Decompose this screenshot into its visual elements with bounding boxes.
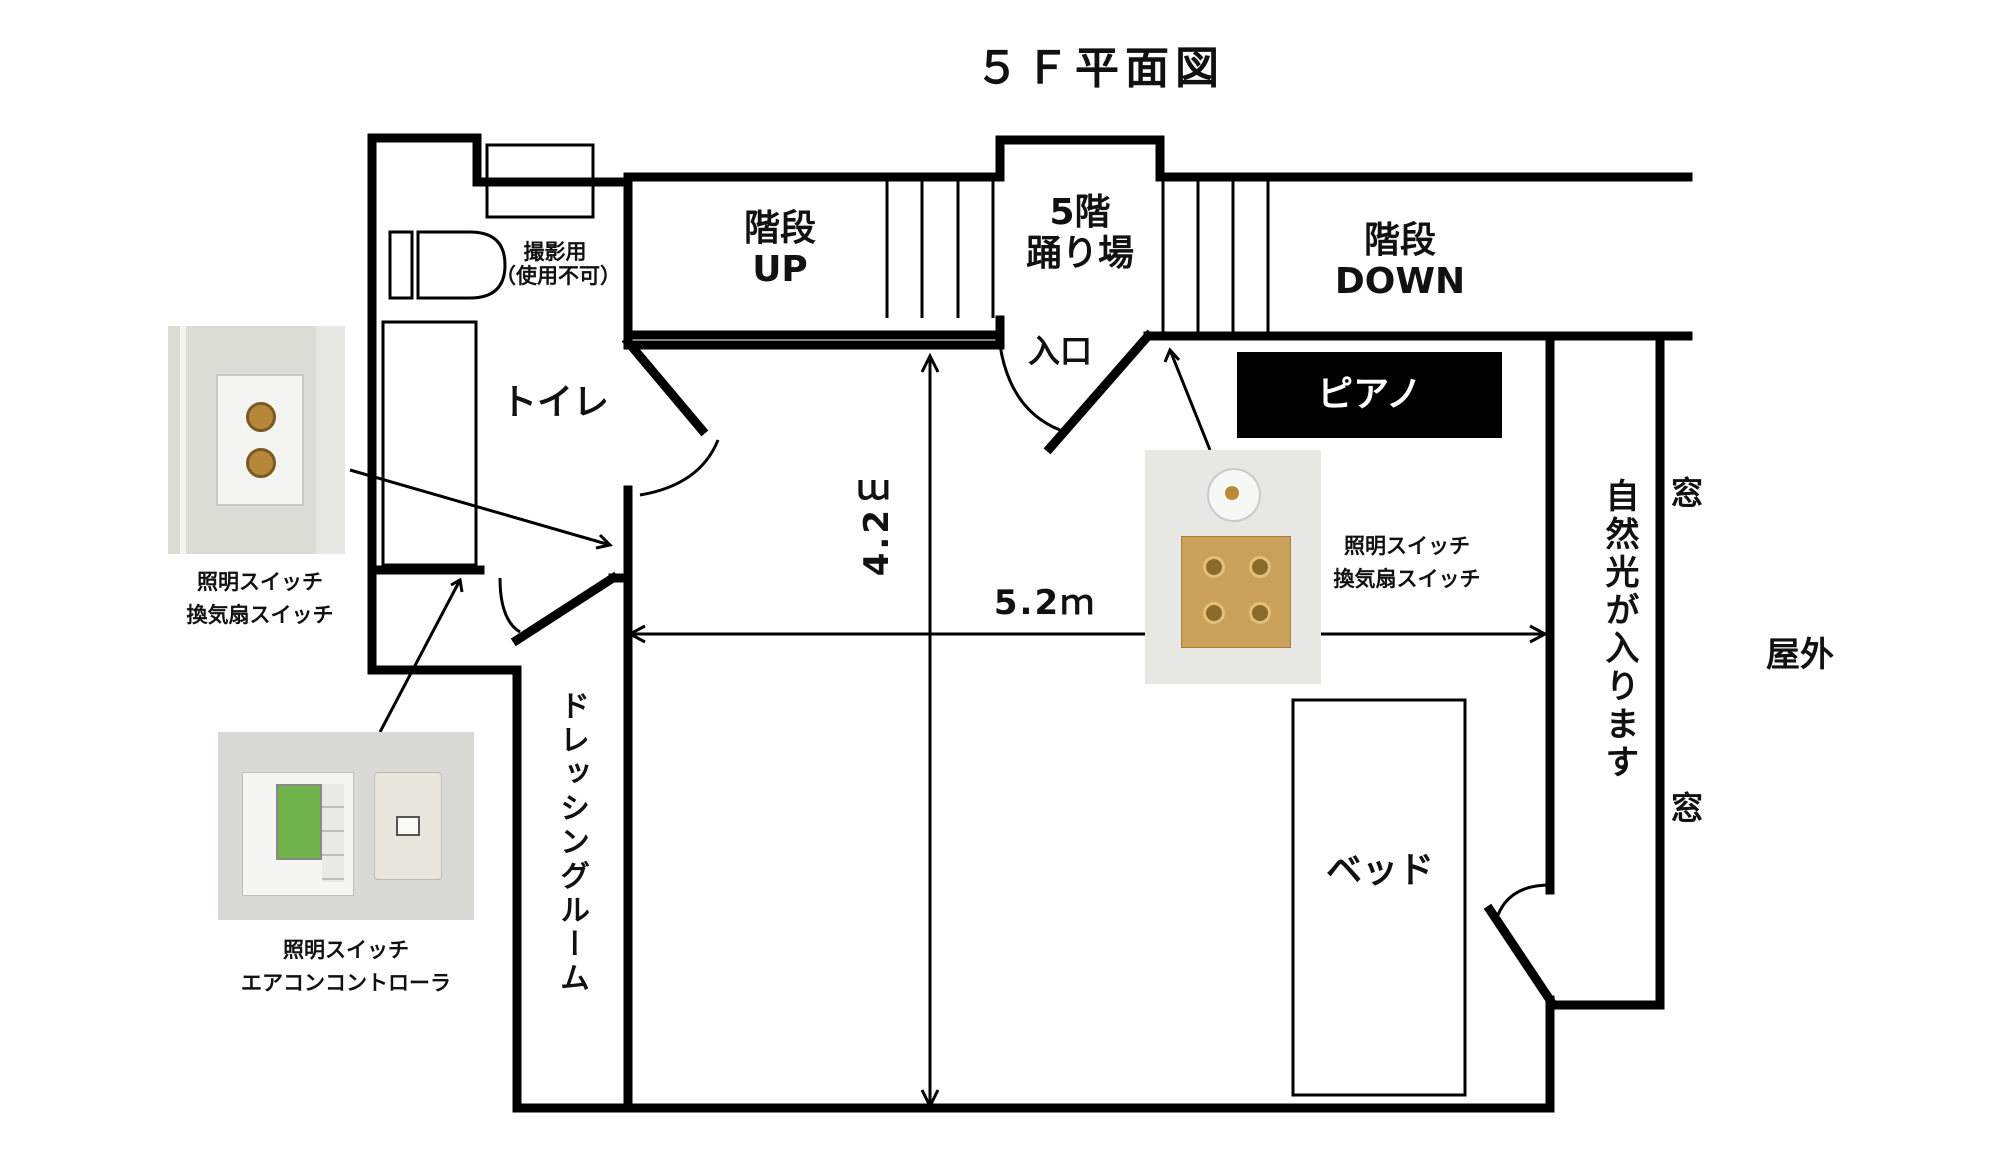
label-piano: ピアノ (1317, 374, 1422, 415)
wall-trim (180, 326, 186, 554)
label-dim-height: 4.2ｍ (857, 470, 897, 577)
door-swing-right (1496, 883, 1551, 916)
label-toilet-note: 撮影用 （使用不可） (495, 240, 621, 289)
toilet-bowl (416, 230, 507, 300)
label-natural-light: 自然光が入ります (1599, 478, 1639, 782)
toggle-knob-icon (1225, 486, 1239, 500)
stair-treads-down (1161, 180, 1270, 333)
pointer-lines (349, 349, 1212, 733)
vanity-counter (381, 320, 478, 567)
photo-right-switch (1145, 450, 1321, 684)
label-stairs-up: 階段 UP (743, 208, 816, 291)
toggle-knob-icon (1249, 602, 1271, 624)
toggle-knob-icon (246, 402, 276, 432)
brass-switch-plate (1181, 536, 1291, 648)
wall-right-outer (1545, 335, 1665, 1010)
label-bed: ベッド (1325, 850, 1434, 891)
wall-left-tower (367, 133, 1555, 1113)
switch-plate (216, 374, 304, 506)
toilet-tank (485, 143, 595, 219)
door-swing-toilet (639, 439, 720, 497)
door-swing-dressing (498, 577, 521, 634)
wall-stairs-top (623, 135, 1693, 182)
toggle-knob-icon (1203, 602, 1225, 624)
caption-ac-controller: 照明スイッチ エアコンコントローラ (241, 938, 451, 995)
label-entrance: 入口 (1027, 332, 1092, 370)
bed-outline (1291, 698, 1467, 1097)
label-window-bottom: 窓 (1670, 789, 1703, 827)
photo-ac-controller (218, 732, 474, 920)
label-toilet: トイレ (500, 382, 609, 423)
dim-width-line (626, 624, 1549, 644)
caption-left-switch: 照明スイッチ 換気扇スイッチ (186, 570, 334, 627)
label-window-top: 窓 (1670, 474, 1703, 512)
label-dim-width: 5.2ｍ (993, 583, 1097, 623)
toggle-knob-icon (246, 448, 276, 478)
label-outside: 屋外 (1766, 635, 1834, 675)
dim-height-line (920, 352, 940, 1110)
label-dressing-room: ドレッシングルーム (554, 690, 589, 996)
label-stairs-down: 階段 DOWN (1334, 220, 1466, 303)
rocker-switch-icon (396, 816, 420, 836)
wall-toilet-inner (367, 335, 709, 647)
stair-treads-up (885, 180, 995, 318)
caption-right-switch: 照明スイッチ 換気扇スイッチ (1333, 534, 1481, 591)
photo-left-switch (168, 326, 345, 554)
piano-block: ピアノ (1237, 352, 1502, 438)
page-title: ５Ｆ平面図 (975, 43, 1225, 94)
toggle-knob-icon (1249, 556, 1271, 578)
wall-entrance-diag (1043, 329, 1155, 455)
pointer-arrow-3 (1163, 347, 1181, 363)
toilet-seat-base (388, 230, 414, 300)
toggle-knob-icon (1203, 556, 1225, 578)
lcd-screen-icon (276, 784, 322, 860)
pointer-arrow-1 (595, 533, 614, 550)
wall-right-door (1483, 903, 1557, 1007)
label-landing: 5階 踊り場 (1025, 192, 1134, 275)
wall-shadow (316, 326, 345, 554)
pointer-arrow-2 (450, 577, 464, 593)
door-swing-entrance (998, 344, 1061, 432)
ac-buttons (322, 784, 344, 882)
